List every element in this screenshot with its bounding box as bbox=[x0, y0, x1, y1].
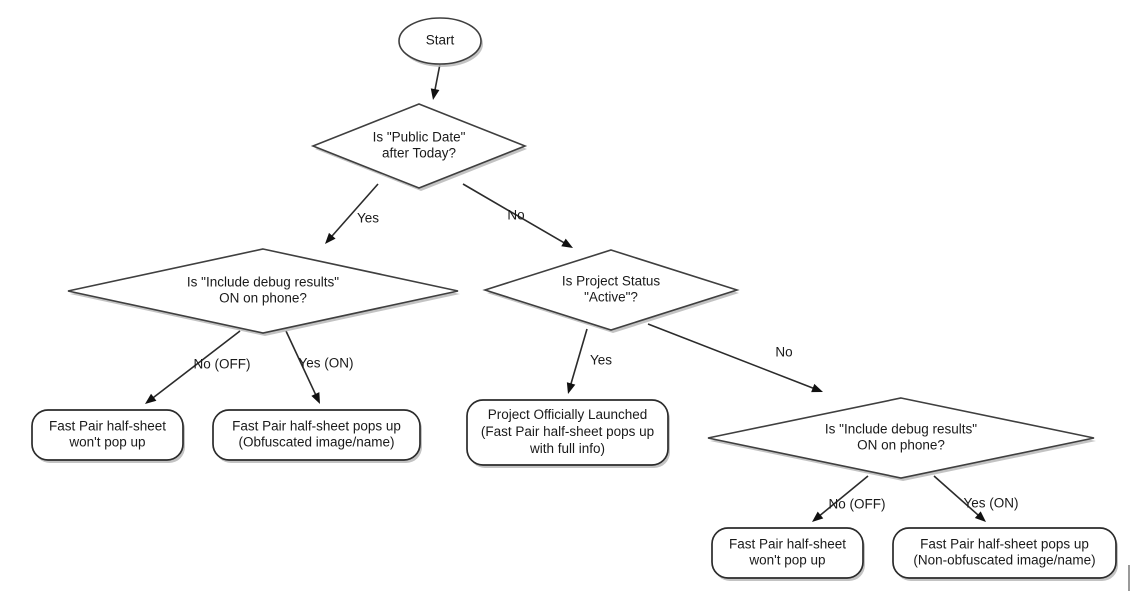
node-launched-shape bbox=[466, 399, 669, 466]
edge-public-date-yes-arrowhead bbox=[325, 232, 336, 244]
edge-project-status-yes-label: Yes bbox=[590, 353, 612, 368]
edge-public-date-yes-line bbox=[330, 183, 379, 238]
node-project-status-shape bbox=[482, 249, 740, 331]
edge-debug-left-off-line bbox=[151, 330, 241, 400]
node-public-date[interactable]: Is "Public Date"after Today? bbox=[310, 103, 528, 191]
node-right-off-label-2: won't pop up bbox=[748, 553, 825, 568]
node-debug-left[interactable]: Is "Include debug results"ON on phone? bbox=[67, 248, 460, 336]
edge-project-status-yes-arrowhead bbox=[566, 382, 576, 394]
node-project-status-label-2: "Active"? bbox=[584, 290, 638, 305]
edge-debug-left-off-label: No (OFF) bbox=[194, 357, 251, 372]
edge-debug-right-off-line bbox=[818, 475, 869, 517]
edge-debug-left-on: Yes (ON) bbox=[285, 330, 354, 404]
nodes-layer: Start Is "Public Date"after Today? Is "Inc… bbox=[31, 17, 1118, 581]
edge-public-date-no-label: No bbox=[507, 208, 524, 223]
edge-debug-left-on-arrowhead bbox=[311, 392, 320, 404]
node-launched-label-2: (Fast Pair half-sheet pops up bbox=[481, 424, 654, 439]
node-right-on[interactable]: Fast Pair half-sheet pops up(Non-obfusca… bbox=[892, 527, 1118, 581]
node-start[interactable]: Start bbox=[398, 17, 483, 67]
edge-debug-left-on-line bbox=[285, 330, 317, 397]
node-left-off-label-2: won't pop up bbox=[68, 435, 145, 450]
edge-project-status-yes: Yes bbox=[566, 328, 612, 394]
edge-start-to-public-date bbox=[430, 63, 441, 100]
node-left-on-label-2: (Obfuscated image/name) bbox=[238, 435, 394, 450]
node-project-status[interactable]: Is Project Status"Active"? bbox=[482, 249, 740, 333]
edge-public-date-yes-label: Yes bbox=[357, 211, 379, 226]
node-start-label-1: Start bbox=[426, 33, 455, 48]
edge-project-status-no: No bbox=[647, 323, 823, 393]
edge-public-date-no: No bbox=[462, 183, 573, 248]
node-right-on-label-2: (Non-obfuscated image/name) bbox=[913, 553, 1095, 568]
edge-debug-right-on-line bbox=[933, 475, 980, 517]
edge-debug-left-off-arrowhead bbox=[145, 393, 157, 404]
edge-debug-right-off-label: No (OFF) bbox=[829, 497, 886, 512]
node-launched[interactable]: Project Officially Launched (Fast Pair ha… bbox=[466, 399, 670, 468]
node-left-off-shape bbox=[31, 409, 184, 461]
node-debug-left-label-1: Is "Include debug results" bbox=[187, 275, 339, 290]
edge-public-date-no-arrowhead bbox=[561, 238, 573, 248]
edge-debug-right-off: No (OFF) bbox=[812, 475, 886, 522]
node-debug-right-label-1: Is "Include debug results" bbox=[825, 422, 977, 437]
edge-project-status-no-line bbox=[647, 323, 815, 390]
edge-debug-right-on-label: Yes (ON) bbox=[963, 496, 1018, 511]
page-edge-mark bbox=[1128, 565, 1130, 591]
edge-public-date-yes: Yes bbox=[325, 183, 379, 244]
edge-project-status-no-arrowhead bbox=[811, 383, 823, 393]
edge-project-status-no-label: No bbox=[775, 345, 792, 360]
node-right-off-shape bbox=[711, 527, 864, 579]
node-left-off-label-1: Fast Pair half-sheet bbox=[49, 419, 166, 434]
node-right-on-label-1: Fast Pair half-sheet pops up bbox=[920, 537, 1089, 552]
node-public-date-label-1: Is "Public Date" bbox=[373, 130, 466, 145]
node-left-on-label-1: Fast Pair half-sheet pops up bbox=[232, 419, 401, 434]
edge-public-date-no-line bbox=[462, 183, 566, 245]
node-debug-right-shape bbox=[707, 397, 1095, 479]
edge-debug-right-on: Yes (ON) bbox=[933, 475, 1019, 522]
edge-debug-right-off-arrowhead bbox=[812, 511, 824, 522]
edge-debug-right-on-arrowhead bbox=[974, 511, 986, 522]
node-start-shape bbox=[398, 17, 482, 65]
node-left-on-shape bbox=[212, 409, 421, 461]
node-debug-left-label-2: ON on phone? bbox=[219, 291, 307, 306]
node-launched-label-1: Project Officially Launched bbox=[488, 407, 648, 422]
node-right-off-label-1: Fast Pair half-sheet bbox=[729, 537, 846, 552]
edge-start-to-public-date-arrowhead bbox=[430, 88, 440, 100]
node-debug-right[interactable]: Is "Include debug results"ON on phone? bbox=[707, 397, 1096, 481]
node-project-status-label-1: Is Project Status bbox=[562, 274, 661, 289]
node-right-on-shape bbox=[892, 527, 1117, 579]
node-debug-left-shape bbox=[67, 248, 459, 334]
edge-debug-left-off: No (OFF) bbox=[145, 330, 251, 404]
node-left-on[interactable]: Fast Pair half-sheet pops up(Obfuscated … bbox=[212, 409, 422, 463]
node-public-date-label-2: after Today? bbox=[382, 146, 456, 161]
edge-debug-left-on-label: Yes (ON) bbox=[298, 356, 353, 371]
edge-start-to-public-date-line bbox=[433, 63, 441, 92]
node-launched-label-3: with full info) bbox=[529, 441, 605, 456]
node-public-date-shape bbox=[310, 103, 528, 189]
node-debug-right-label-2: ON on phone? bbox=[857, 438, 945, 453]
edge-project-status-yes-line bbox=[569, 328, 588, 386]
